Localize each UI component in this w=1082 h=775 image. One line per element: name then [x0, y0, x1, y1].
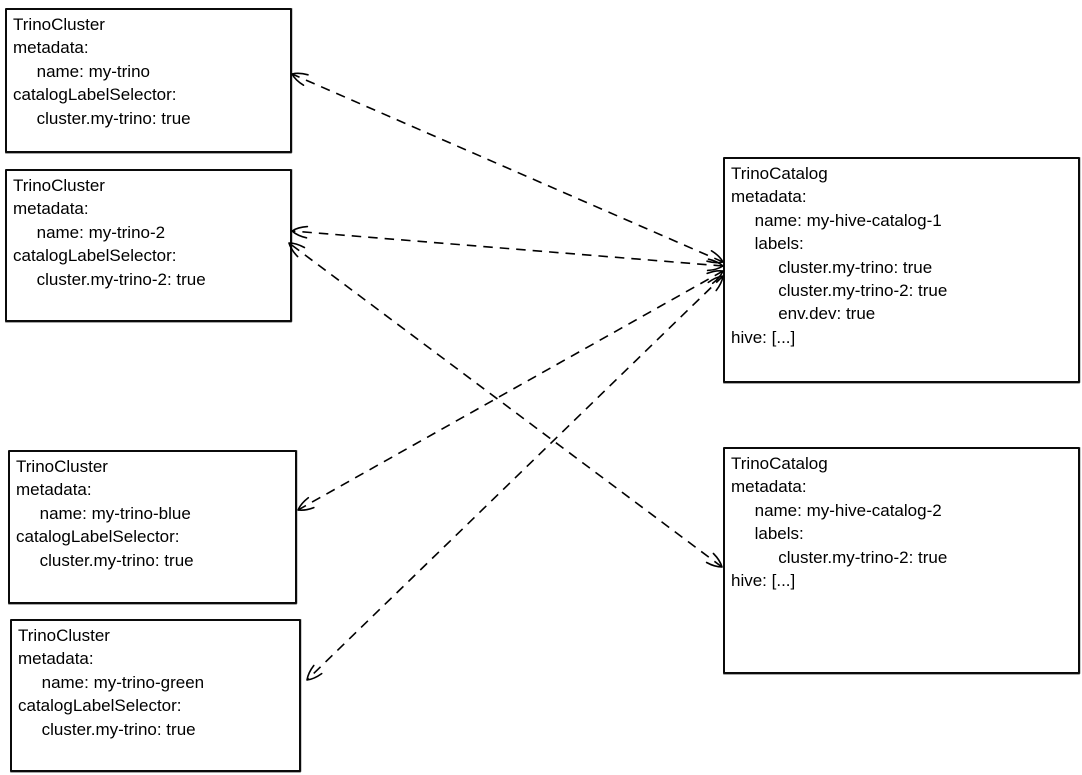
connection-my-hive-catalog-1--my-trino-blue: [297, 269, 724, 512]
connection-my-hive-catalog-1--my-trino: [291, 72, 724, 264]
node-trinocluster-my-trino: TrinoCluster metadata: name: my-trino ca…: [5, 8, 292, 153]
node-trinocluster-my-trino-blue-text: TrinoCluster metadata: name: my-trino-bl…: [16, 457, 194, 570]
arrowhead-icon: [306, 664, 323, 681]
connector-line: [288, 242, 723, 568]
arrowhead-icon: [706, 250, 724, 264]
connector-line: [306, 275, 724, 681]
arrowhead-icon: [297, 496, 315, 512]
node-trinocluster-my-trino-2: TrinoCluster metadata: name: my-trino-2 …: [5, 169, 292, 322]
connector-line: [297, 270, 724, 511]
connection-my-hive-catalog-1--my-trino-2: [291, 225, 724, 272]
arrowhead-icon: [707, 275, 724, 292]
node-trinocatalog-my-hive-catalog-1-text: TrinoCatalog metadata: name: my-hive-cat…: [731, 164, 948, 347]
node-trinocluster-my-trino-text: TrinoCluster metadata: name: my-trino ca…: [13, 15, 191, 128]
node-trinocatalog-my-hive-catalog-2: TrinoCatalog metadata: name: my-hive-cat…: [723, 447, 1080, 674]
node-trinocluster-my-trino-blue: TrinoCluster metadata: name: my-trino-bl…: [8, 450, 297, 604]
node-trinocluster-my-trino-2-text: TrinoCluster metadata: name: my-trino-2 …: [13, 176, 206, 289]
node-trinocluster-my-trino-green-text: TrinoCluster metadata: name: my-trino-gr…: [18, 626, 205, 739]
arrowhead-icon: [291, 72, 309, 86]
arrowhead-icon: [705, 552, 723, 568]
node-trinocatalog-my-hive-catalog-2-text: TrinoCatalog metadata: name: my-hive-cat…: [731, 454, 948, 591]
node-trinocatalog-my-hive-catalog-1: TrinoCatalog metadata: name: my-hive-cat…: [723, 157, 1080, 383]
arrowhead-icon: [706, 258, 724, 272]
connection-my-hive-catalog-1--my-trino-green: [306, 275, 724, 681]
connector-line: [291, 73, 724, 263]
arrowhead-icon: [706, 269, 724, 285]
arrowhead-icon: [291, 225, 309, 239]
node-trinocluster-my-trino-green: TrinoCluster metadata: name: my-trino-gr…: [10, 619, 301, 772]
connection-my-hive-catalog-2--my-trino-2: [288, 242, 723, 568]
connector-line: [291, 230, 724, 267]
